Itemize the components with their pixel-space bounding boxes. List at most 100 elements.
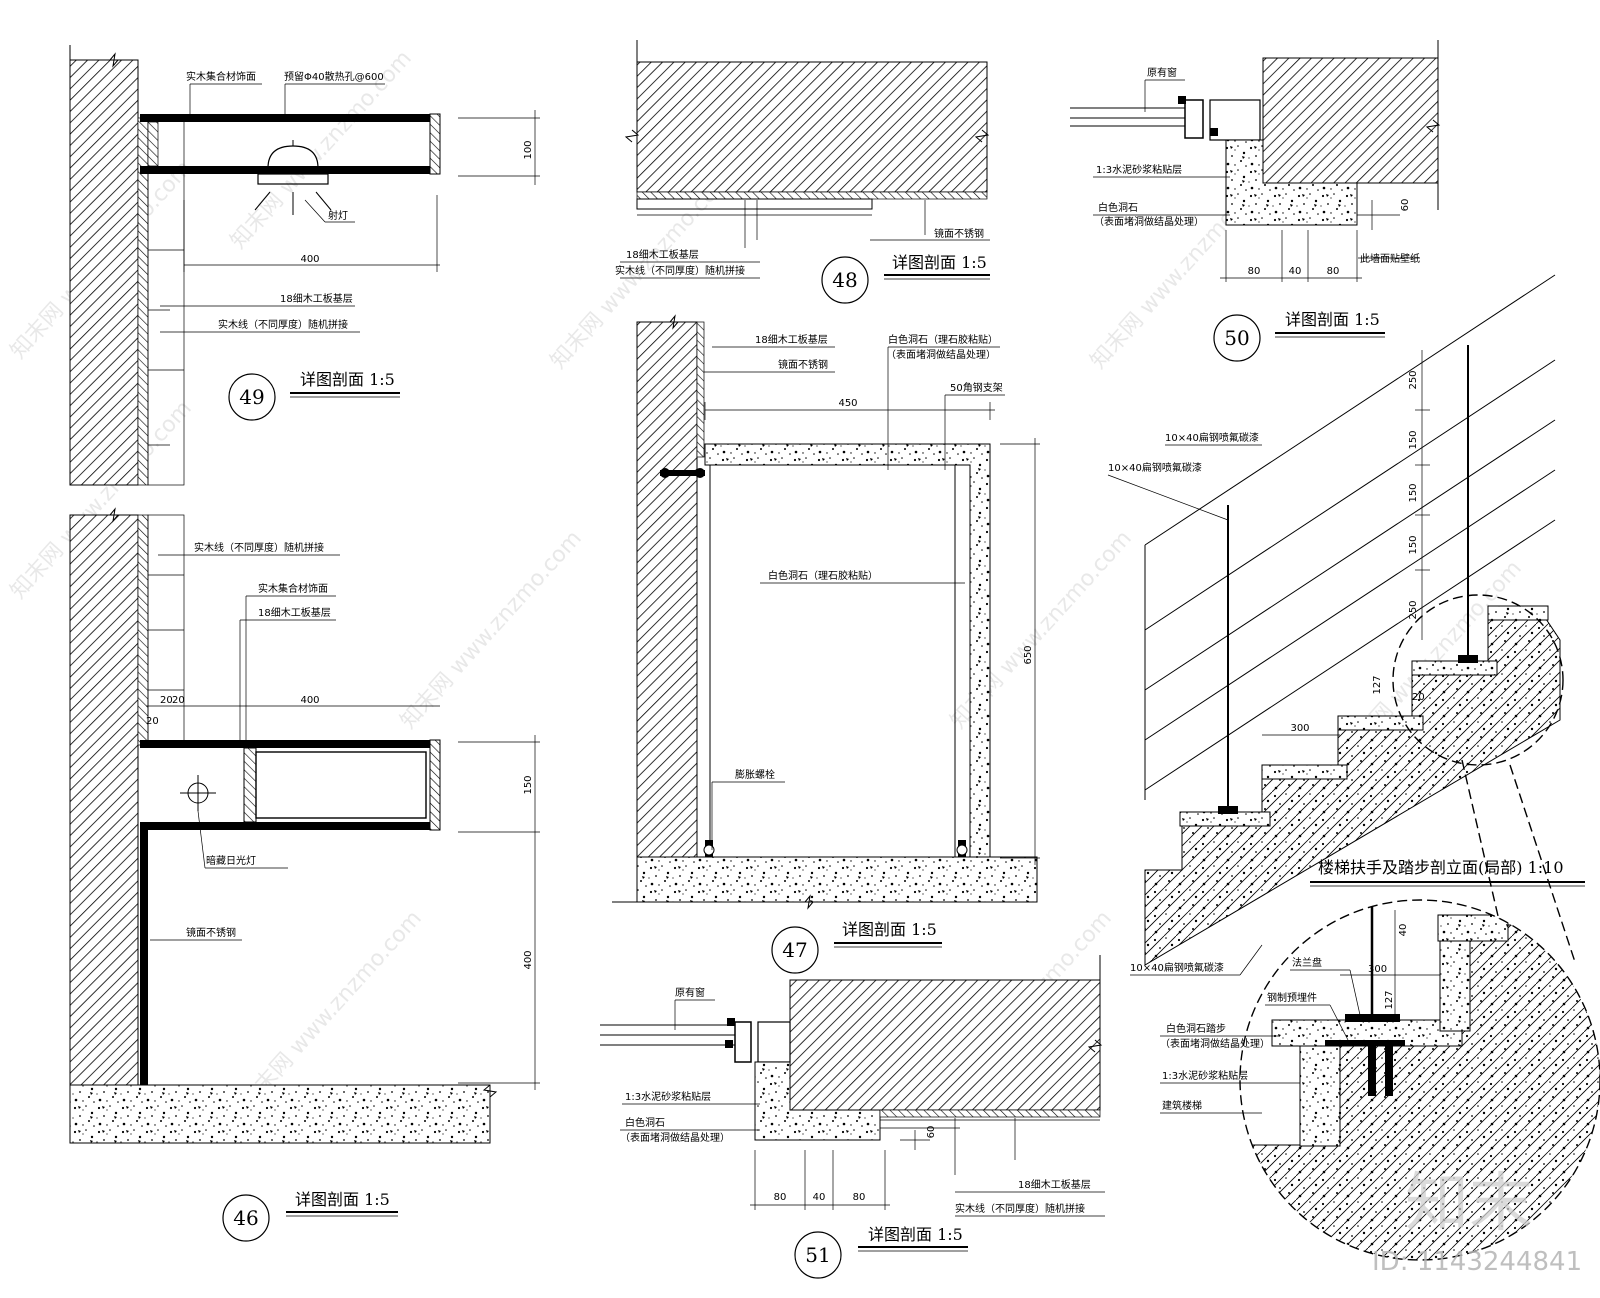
callout-label: （表面堵洞做结晶处理）: [886, 348, 996, 361]
dim-text: 300: [1368, 964, 1387, 975]
callout-label: 射灯: [328, 210, 348, 222]
callout-label: 实木线（不同厚度）随机拼接: [194, 541, 324, 554]
dim-text: 400: [300, 254, 319, 265]
callout-label: 实木线（不同厚度）随机拼接: [218, 318, 348, 331]
callout-label: 10×40扁钢喷氟碳漆: [1130, 961, 1224, 974]
callout-label: 18细木工板基层: [258, 606, 331, 619]
dim-text: 80: [853, 1192, 866, 1203]
dim-text: 60: [926, 1126, 937, 1139]
detail-number: 51: [805, 1243, 830, 1267]
detail-47: 450 650 18细木工板基层 镜面不锈钢 白色洞石（理石胶粘贴） （表面堵洞…: [612, 314, 1040, 974]
dim-text: 127: [1372, 675, 1383, 694]
callout-label: 白色洞石: [625, 1116, 665, 1129]
callout-label: 白色洞石: [1098, 201, 1138, 214]
callout-label: 此墙面贴壁纸: [1360, 252, 1420, 265]
callout-label: 10×40扁钢喷氟碳漆: [1108, 461, 1202, 474]
dim-text: 40: [813, 1192, 826, 1203]
detail-number: 49: [239, 385, 264, 409]
dim-text: 650: [1023, 645, 1034, 664]
detail-title: 详图剖面 1:5: [295, 1190, 390, 1209]
brand-watermark: 知末 ID: 1143244841: [1372, 1167, 1582, 1277]
stair-title: 楼梯扶手及踏步剖立面(局部) 1:10: [1318, 858, 1564, 877]
dim-text: 450: [838, 398, 857, 409]
dim-text: 400: [300, 695, 319, 706]
dim-text: 80: [1248, 266, 1261, 277]
dim-text: 150: [1408, 430, 1419, 449]
callout-label: 白色洞石踏步: [1166, 1022, 1226, 1035]
callout-label: 原有窗: [675, 986, 705, 999]
callout-label: 镜面不锈钢: [934, 227, 984, 240]
detail-title: 详图剖面 1:5: [892, 253, 987, 272]
detail-bubble: [228, 373, 276, 421]
detail-49: 100 400 实木集合材饰面 预留Φ40散热孔@600 射灯 18细木工板基层…: [69, 45, 540, 486]
dim-text: 20: [146, 716, 159, 727]
callout-label: （表面堵洞做结晶处理）: [620, 1131, 730, 1144]
dim-text: 400: [523, 950, 534, 969]
detail-number: 47: [782, 938, 807, 962]
callout-circle-small: [1392, 594, 1564, 766]
dim-text: 250: [1408, 370, 1419, 389]
detail-number: 48: [832, 268, 857, 292]
callout-label: 建筑楼梯: [1162, 1099, 1202, 1112]
dim-text: 127: [1384, 990, 1395, 1009]
callout-label: 实木线（不同厚度）随机拼接: [955, 1202, 1085, 1215]
dim-text: 150: [1408, 483, 1419, 502]
callout-label: （表面堵洞做结晶处理）: [1094, 215, 1204, 228]
dim-text: 20: [1412, 692, 1425, 703]
dim-text: 80: [1327, 266, 1340, 277]
callout-label: 实木线（不同厚度）随机拼接: [615, 264, 745, 277]
callout-label: 镜面不锈钢: [186, 926, 236, 939]
callout-label: 1:3水泥砂浆粘贴层: [1096, 163, 1182, 176]
callout-label: 镜面不锈钢: [778, 358, 828, 371]
dim-text: 80: [774, 1192, 787, 1203]
detail-bubble: [821, 256, 869, 304]
detail-51: 80 40 80 60 原有窗 1:3水泥砂浆粘贴层 白色洞石 （表面堵洞做结晶…: [600, 955, 1105, 1279]
detail-title: 详图剖面 1:5: [868, 1225, 963, 1244]
detail-number: 46: [233, 1206, 258, 1230]
callout-label: 白色洞石（理石胶粘贴）: [768, 569, 878, 582]
dim-text: 40: [1398, 924, 1409, 937]
callout-label: 1:3水泥砂浆粘贴层: [1162, 1069, 1248, 1082]
watermark-text: 知末网 www.znzmo.com: [396, 526, 587, 734]
detail-48: 镜面不锈钢 18细木工板基层 实木线（不同厚度）随机拼接 48 详图剖面 1:5: [615, 40, 990, 304]
detail-title: 详图剖面 1:5: [300, 370, 395, 389]
detail-title: 详图剖面 1:5: [1285, 310, 1380, 329]
brand-logo-text: 知末: [1405, 1167, 1533, 1241]
callout-label: 18细木工板基层: [1018, 1178, 1091, 1191]
callout-label: 18细木工板基层: [626, 248, 699, 261]
detail-bubble: [222, 1194, 270, 1242]
dim-text: 40: [1289, 266, 1302, 277]
callout-label: 18细木工板基层: [755, 333, 828, 346]
detail-bubble: [771, 926, 819, 974]
callout-label: 实木集合材饰面: [186, 70, 256, 83]
callout-label: 预留Φ40散热孔@600: [284, 70, 384, 83]
detail-bubble: [794, 1231, 842, 1279]
dim-text: 250: [1408, 600, 1419, 619]
callout-label: 18细木工板基层: [280, 292, 353, 305]
callout-label: 原有窗: [1147, 66, 1177, 79]
dim-text: 20: [160, 695, 173, 706]
dim-text: 100: [523, 140, 534, 159]
callout-label: 法兰盘: [1292, 956, 1322, 969]
image-id-text: ID: 1143244841: [1372, 1247, 1582, 1277]
dim-text: 150: [1408, 535, 1419, 554]
callout-label: （表面堵洞做结晶处理）: [1160, 1037, 1270, 1050]
detail-bubble: [1213, 314, 1261, 362]
callout-label: 1:3水泥砂浆粘贴层: [625, 1090, 711, 1103]
callout-label: 暗藏日光灯: [206, 854, 256, 867]
dim-text: 300: [1290, 723, 1309, 734]
callout-label: 10×40扁钢喷氟碳漆: [1165, 431, 1259, 444]
watermark-text: 知末网 www.znzmo.com: [236, 906, 427, 1114]
detail-title: 详图剖面 1:5: [842, 920, 937, 939]
callout-label: 50角钢支架: [950, 381, 1003, 394]
detail-number: 50: [1224, 326, 1249, 350]
dim-text: 20: [172, 695, 185, 706]
dim-text: 150: [523, 775, 534, 794]
callout-label: 钢制预埋件: [1267, 991, 1317, 1004]
stair-elevation: 250 150 150 150 250 127 20 300 10×40扁钢喷氟…: [1107, 274, 1600, 1261]
detail-46: 20 20 20 400 150 400 实木线（不同厚度）随机拼接 实木集合材…: [69, 507, 540, 1242]
detail-50: 80 40 80 60 原有窗 1:3水泥砂浆粘贴层 白色洞石 （表面堵洞做结晶…: [1070, 40, 1441, 362]
callout-label: 实木集合材饰面: [258, 582, 328, 595]
dim-text: 60: [1400, 199, 1411, 212]
